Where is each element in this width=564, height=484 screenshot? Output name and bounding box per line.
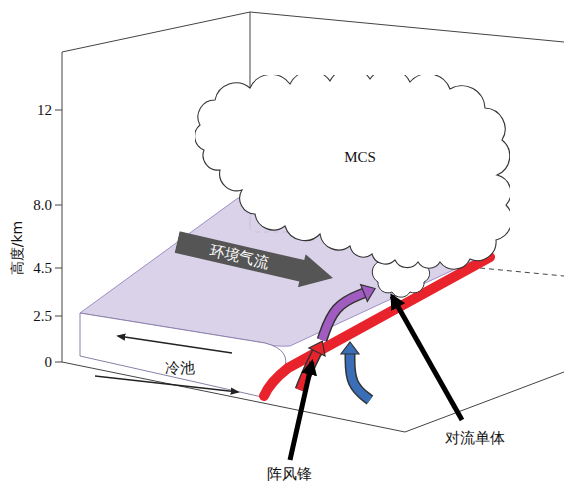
- tick-label: 4.5: [33, 260, 52, 277]
- leader-arrow: [392, 296, 462, 420]
- axis-title: 高度/km: [9, 221, 27, 275]
- mcs-cloud-shape: [195, 75, 510, 270]
- tick-label: 8.0: [33, 197, 52, 214]
- cold-pool: [80, 313, 286, 397]
- cold-pool-label: 冷池: [165, 359, 195, 378]
- flow-arrow-outline: [350, 354, 370, 400]
- arrow-body: [173, 225, 337, 294]
- flow-arrow-outline: [322, 293, 364, 340]
- leader-arrow: [290, 362, 312, 460]
- flow-arrow-head: [309, 341, 325, 356]
- mcs-cloud: MCS: [195, 75, 510, 270]
- flow-arrow: [322, 293, 364, 340]
- cold-pool-arrow: [118, 336, 232, 353]
- cold-pool-arrow: [95, 376, 238, 392]
- flow-arrow: [350, 354, 370, 400]
- gust-front-label: 阵风锋: [267, 465, 312, 484]
- flow-arrow-head: [341, 342, 359, 354]
- convective-cell-label: 对流单体: [445, 429, 505, 448]
- flow-arrow-head: [361, 285, 375, 302]
- tick-label: 2.5: [33, 308, 52, 325]
- tick-label: 12: [37, 102, 52, 119]
- tick-label: 0: [45, 354, 53, 371]
- cloud-outline: [195, 75, 510, 269]
- cloud-label: MCS: [344, 149, 376, 166]
